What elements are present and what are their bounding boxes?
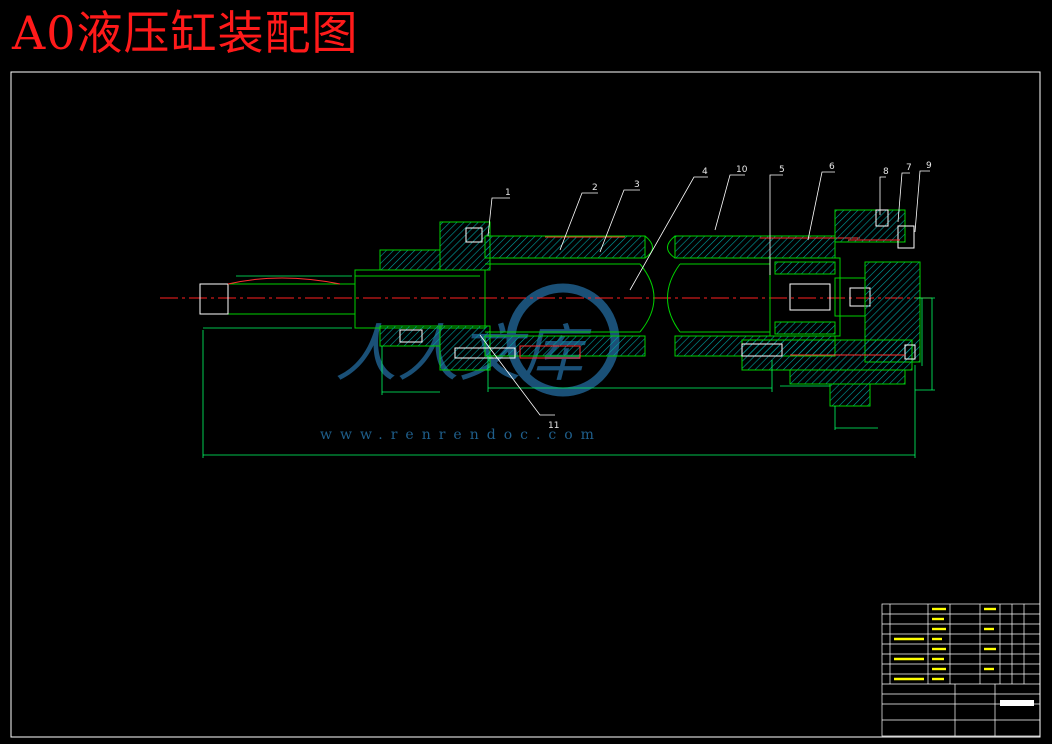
cylinder-barrel bbox=[454, 235, 860, 359]
callout-10: 10 bbox=[736, 165, 748, 175]
callout-8: 8 bbox=[883, 167, 889, 177]
rear-end-cap bbox=[741, 209, 921, 407]
piston bbox=[769, 257, 871, 337]
piston-rod bbox=[199, 269, 486, 329]
callout-6: 6 bbox=[829, 162, 835, 172]
callout-1: 1 bbox=[505, 188, 511, 198]
part-callouts: 1 2 3 4 10 5 6 8 7 9 11 bbox=[505, 161, 932, 431]
title-block bbox=[881, 603, 1041, 737]
callout-7: 7 bbox=[906, 163, 912, 173]
page-title: A0液压缸装配图 bbox=[12, 6, 359, 60]
callout-5: 5 bbox=[779, 165, 785, 175]
drawing-frame bbox=[10, 71, 1041, 738]
watermark-url: www.renrendoc.com bbox=[320, 427, 602, 443]
callout-3: 3 bbox=[634, 180, 640, 190]
leader-lines bbox=[479, 170, 930, 416]
front-gland bbox=[379, 221, 491, 371]
callout-9: 9 bbox=[926, 161, 932, 171]
dimension-lines bbox=[202, 275, 935, 458]
callout-4: 4 bbox=[702, 167, 708, 177]
callout-2: 2 bbox=[592, 183, 598, 193]
inner-rod bbox=[485, 263, 770, 333]
callout-11: 11 bbox=[548, 421, 559, 431]
